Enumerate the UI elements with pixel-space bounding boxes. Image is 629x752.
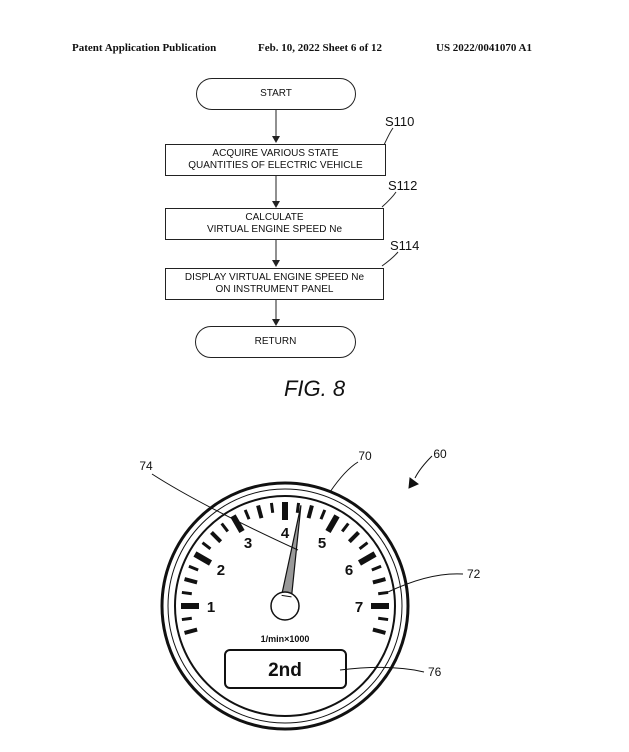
step-text: DISPLAY VIRTUAL ENGINE SPEED Ne ON INSTR…	[184, 272, 365, 295]
ref-numeral-gauge: 70	[358, 449, 372, 463]
gauge-outer-bezel	[160, 481, 410, 731]
return-label: RETURN	[254, 336, 297, 347]
minor-tick	[184, 627, 198, 635]
gauge-inner-bezel	[167, 488, 403, 724]
leader-gauge	[329, 461, 359, 493]
gauge-numeral-3: 3	[244, 535, 252, 552]
major-tick	[325, 514, 340, 534]
header-publication: Patent Application Publication	[72, 42, 217, 54]
step-box-s114: DISPLAY VIRTUAL ENGINE SPEED Ne ON INSTR…	[165, 268, 384, 300]
needle-base	[281, 594, 292, 598]
ref-numeral-display: 76	[428, 665, 442, 679]
leader-s110	[383, 127, 394, 146]
minor-tick	[306, 505, 314, 519]
minor-tick	[341, 522, 350, 533]
leader-assembly-arrowhead	[408, 477, 419, 489]
leader-assembly	[414, 455, 433, 479]
minor-tick	[188, 564, 199, 572]
leader-s114	[381, 251, 399, 267]
gauge-numeral-4: 4	[281, 525, 290, 542]
return-terminal: RETURN	[195, 326, 356, 358]
gauge-unit-label: 1/min×1000	[261, 634, 310, 644]
leader-face	[387, 573, 464, 593]
minor-tick	[358, 541, 369, 550]
minor-tick	[269, 502, 275, 513]
minor-tick	[256, 505, 264, 519]
header-date-sheet: Feb. 10, 2022 Sheet 6 of 12	[258, 42, 383, 54]
minor-tick	[372, 627, 386, 635]
minor-tick	[378, 590, 389, 596]
minor-tick	[243, 509, 251, 520]
ref-numeral-assembly: 60	[433, 447, 447, 461]
leader-display	[339, 666, 425, 673]
step-text: ACQUIRE VARIOUS STATE QUANTITIES OF ELEC…	[188, 148, 363, 171]
step-label-s110: S110	[385, 114, 415, 129]
leader-needle	[151, 473, 299, 551]
gauge-numeral-6: 6	[345, 562, 353, 579]
minor-tick	[181, 616, 192, 622]
step-label-s114: S114	[390, 238, 420, 253]
gauge-numeral-5: 5	[318, 535, 326, 552]
minor-tick	[371, 564, 382, 572]
gauge-numeral-1: 1	[207, 599, 215, 616]
minor-tick	[220, 522, 229, 533]
gear-indicator-text: 2nd	[268, 660, 302, 681]
major-tick	[193, 551, 213, 566]
minor-tick	[181, 590, 192, 596]
major-tick	[357, 551, 377, 566]
step-label-s112: S112	[388, 178, 418, 193]
gauge-numeral-7: 7	[355, 599, 363, 616]
step-text: CALCULATE VIRTUAL ENGINE SPEED Ne	[206, 212, 343, 235]
minor-tick	[295, 502, 301, 513]
ref-numeral-face: 72	[467, 567, 481, 581]
step-box-s112: CALCULATE VIRTUAL ENGINE SPEED Ne	[165, 208, 384, 240]
needle-hub	[270, 591, 300, 621]
start-terminal: START	[196, 78, 356, 110]
figure-caption: FIG. 8	[283, 376, 346, 401]
minor-tick	[347, 531, 360, 544]
ref-numeral-needle: 74	[139, 459, 153, 473]
minor-tick	[378, 616, 389, 622]
step-box-s110: ACQUIRE VARIOUS STATE QUANTITIES OF ELEC…	[165, 144, 386, 176]
gauge-numeral-2: 2	[217, 562, 225, 579]
major-tick	[230, 514, 245, 534]
minor-tick	[372, 577, 386, 585]
minor-tick	[319, 509, 327, 520]
header-patent-number: US 2022/0041070 A1	[436, 42, 532, 54]
start-label: START	[260, 88, 292, 99]
minor-tick	[210, 531, 223, 544]
minor-tick	[201, 541, 212, 550]
minor-tick	[184, 577, 198, 585]
leader-s112	[381, 191, 397, 208]
